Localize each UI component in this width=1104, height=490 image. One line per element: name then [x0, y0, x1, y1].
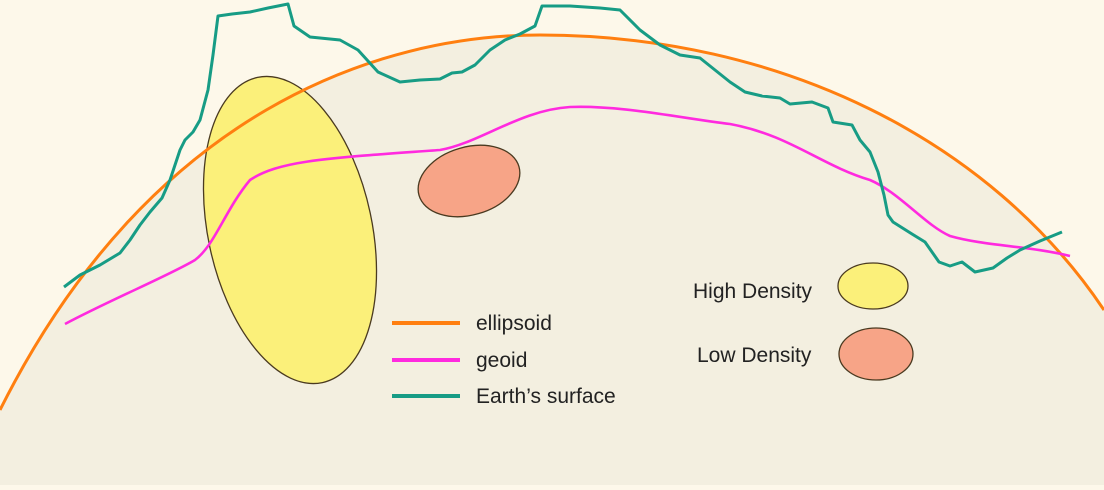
legend-low-density-swatch [838, 327, 914, 381]
legend-lines: ellipsoid geoid Earth’s surface [392, 312, 616, 408]
legend-surface-label: Earth’s surface [476, 385, 616, 408]
legend-high-density-label: High Density [693, 280, 813, 303]
legend-geoid-label: geoid [476, 349, 527, 372]
legend-high-density-swatch [837, 262, 909, 310]
legend-density: High Density Low Density [693, 262, 914, 381]
legend-ellipsoid-label: ellipsoid [476, 312, 552, 335]
high-density-mass [202, 75, 378, 385]
low-density-mass [417, 144, 521, 218]
earth-surface-curve [63, 2, 1063, 289]
ellipsoid-curve [0, 33, 1104, 411]
legend-low-density-label: Low Density [697, 344, 812, 367]
geoid-curve [64, 105, 1071, 326]
